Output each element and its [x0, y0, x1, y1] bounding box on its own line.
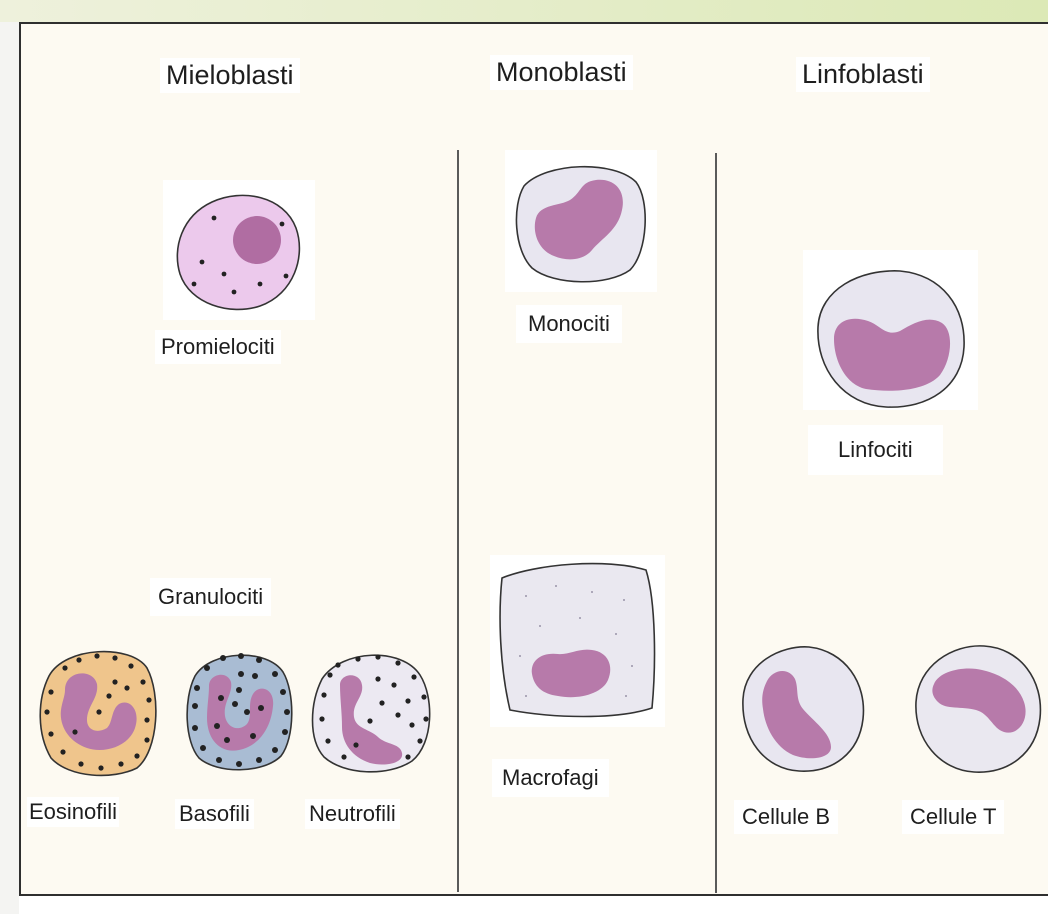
label-eosinophils: Eosinofili — [27, 797, 119, 827]
label-lymphocytes: Linfociti — [808, 425, 943, 475]
label-basophils: Basofili — [175, 799, 254, 829]
column-divider-right — [715, 153, 717, 893]
eosinophil-cell-icon — [35, 642, 163, 780]
macrophage-cell-icon — [496, 556, 660, 722]
t-cell-icon — [908, 640, 1046, 778]
label-macrophages: Macrofagi — [492, 759, 609, 797]
label-monocytes: Monociti — [516, 305, 622, 343]
heading-lymphoblasts: Linfoblasti — [796, 57, 930, 92]
bottom-margin — [19, 896, 1048, 914]
basophil-cell-icon — [183, 646, 295, 774]
promyelocyte-cell-icon — [172, 188, 308, 316]
neutrophil-cell-icon — [308, 645, 436, 775]
label-b-cells: Cellule B — [734, 800, 838, 834]
b-cell-icon — [733, 641, 871, 777]
column-divider-left — [457, 150, 459, 892]
heading-myeloblasts: Mieloblasti — [160, 58, 300, 93]
heading-monoblasts: Monoblasti — [490, 55, 633, 90]
label-promyelocytes: Promielociti — [155, 330, 281, 364]
label-granulocytes: Granulociti — [150, 578, 271, 616]
top-accent-strip — [0, 0, 1048, 22]
lymphocyte-cell-icon — [808, 265, 970, 413]
left-margin — [0, 22, 19, 914]
label-t-cells: Cellule T — [902, 800, 1004, 834]
label-neutrophils: Neutrofili — [305, 799, 400, 829]
monocyte-cell-icon — [512, 160, 652, 286]
